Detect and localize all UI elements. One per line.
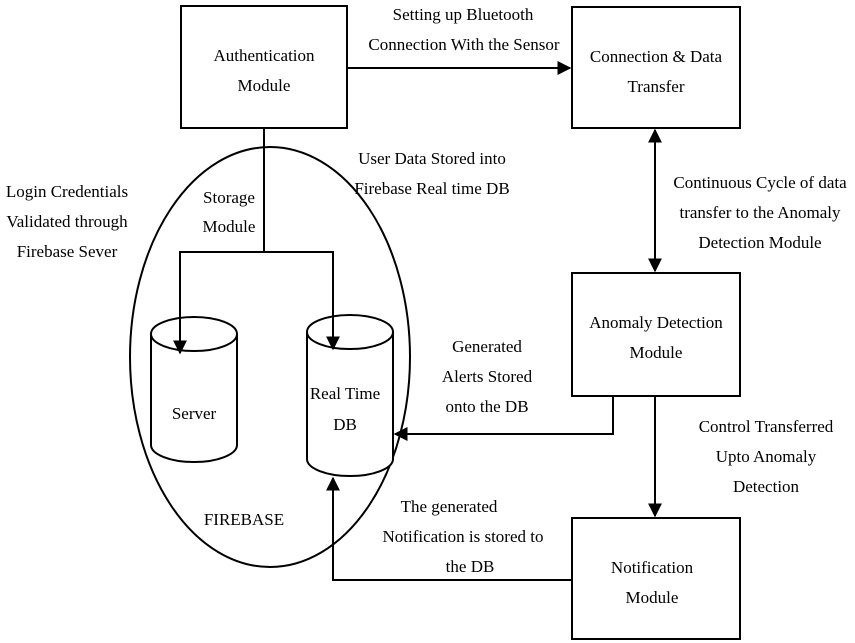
login-label-3: Firebase Sever (17, 242, 118, 261)
login-label-2: Validated through (6, 212, 128, 231)
alerts-label-1: Generated (452, 337, 522, 356)
user-data-label-1: User Data Stored into (358, 149, 506, 168)
alerts-label-3: onto the DB (445, 397, 528, 416)
cycle-label-2: transfer to the Anomaly (680, 203, 841, 222)
cycle-label-3: Detection Module (698, 233, 821, 252)
notification-to-realtime-arrow (326, 476, 572, 581)
control-label-3: Detection (733, 477, 800, 496)
firebase-ellipse (129, 146, 411, 568)
authentication-module-box (180, 5, 348, 129)
storage-module-label-2: Module (203, 217, 256, 236)
alerts-label-2: Alerts Stored (442, 367, 533, 386)
notification-module-box (571, 517, 741, 640)
anomaly-detection-label-2: Module (630, 343, 683, 362)
storage-to-server-arrow (173, 251, 264, 355)
user-data-label-2: Firebase Real time DB (354, 179, 509, 198)
firebase-label: FIREBASE (204, 510, 284, 529)
bluetooth-label-2: Connection With the Sensor (368, 35, 560, 54)
cycle-label-1: Continuous Cycle of data (673, 173, 847, 192)
notif-stored-label-3: the DB (446, 557, 495, 576)
server-label: Server (172, 404, 217, 423)
connection-transfer-label-1: Connection & Data (590, 47, 723, 66)
anomaly-detection-label-1: Anomaly Detection (589, 313, 723, 332)
anomaly-to-realtime-arrow (393, 396, 614, 441)
anomaly-detection-box (571, 272, 741, 397)
notif-stored-label-1: The generated (401, 497, 498, 516)
authentication-module-label-2: Module (238, 76, 291, 95)
connection-transfer-label-2: Transfer (628, 77, 685, 96)
storage-to-realtime-arrow (264, 251, 340, 351)
realtime-db-label-2: DB (333, 415, 357, 434)
storage-module-label-1: Storage (203, 188, 255, 207)
realtime-db-label-1: Real Time (310, 384, 380, 403)
authentication-module-label-1: Authentication (213, 46, 315, 65)
login-label-1: Login Credentials (6, 182, 128, 201)
bluetooth-label-1: Setting up Bluetooth (393, 5, 534, 24)
notification-module-label-1: Notification (611, 558, 694, 577)
control-label-1: Control Transferred (699, 417, 834, 436)
notification-module-label-2: Module (626, 588, 679, 607)
notif-stored-label-2: Notification is stored to (382, 527, 543, 546)
control-label-2: Upto Anomaly (716, 447, 817, 466)
server-cylinder (150, 316, 238, 463)
connection-transfer-box (571, 6, 741, 129)
